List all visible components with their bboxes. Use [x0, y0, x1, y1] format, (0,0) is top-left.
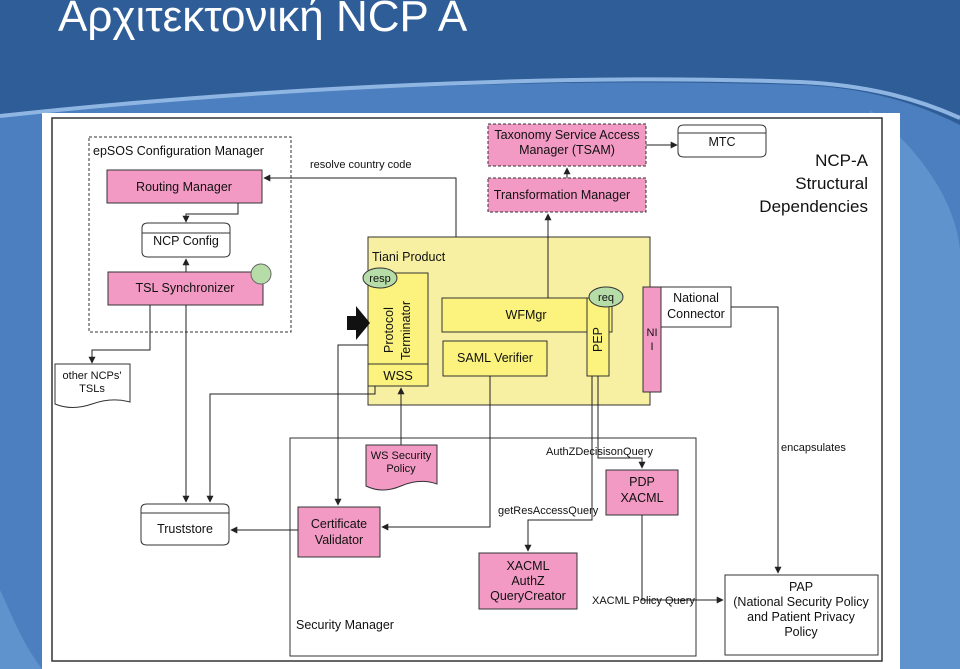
edge-terminator-to-certvalidator [334, 344, 368, 506]
svg-text:MTC: MTC [708, 135, 735, 149]
svg-text:Transformation Manager: Transformation Manager [494, 188, 630, 202]
edge-pep-to-pdp [597, 376, 646, 469]
slide-title: Αρχιτεκτονική NCP A [58, 0, 468, 41]
svg-text:Connector: Connector [667, 307, 725, 321]
xacml-querycreator-node: XACML AuthZ QueryCreator [478, 552, 578, 610]
svg-text:XACML Policy Query: XACML Policy Query [592, 595, 695, 607]
svg-text:and Patient Privacy: and Patient Privacy [747, 610, 855, 624]
svg-text:WSS: WSS [383, 368, 413, 383]
wfmgr-node: WFMgr [441, 297, 613, 333]
svg-text:other NCPs': other NCPs' [63, 370, 122, 382]
svg-text:PEP: PEP [591, 327, 605, 352]
svg-text:PAP: PAP [789, 580, 813, 594]
tiani-product-label: Tiani Product [372, 250, 446, 264]
svg-text:I: I [650, 341, 653, 353]
diagram-heading: NCP-A Structural Dependencies [759, 151, 868, 216]
edge-wss-to-truststore [206, 386, 376, 503]
svg-text:NI: NI [647, 327, 658, 339]
edge-saml-to-certvalidator [381, 376, 491, 531]
routing-manager-node: Routing Manager [106, 169, 263, 204]
svg-text:AuthZ: AuthZ [511, 574, 545, 588]
tsam-node: Taxonomy Service Access Manager (TSAM) [487, 123, 647, 167]
svg-text:(National Security Policy: (National Security Policy [733, 595, 869, 609]
svg-text:Protocol: Protocol [382, 307, 396, 353]
config-manager-label: epSOS Configuration Manager [93, 144, 264, 158]
edge-tsl-to-other-tsls [88, 305, 151, 364]
svg-text:Manager (TSAM): Manager (TSAM) [519, 143, 615, 157]
ni-node: NI I [642, 286, 662, 393]
svg-text:NCP Config: NCP Config [153, 234, 219, 248]
edge-resolve-country-code [263, 174, 457, 237]
svg-text:SAML Verifier: SAML Verifier [457, 351, 533, 365]
pdp-xacml-node: PDP XACML [605, 469, 679, 516]
pep-node: PEP [586, 297, 610, 377]
svg-text:Taxonomy Service Access: Taxonomy Service Access [494, 128, 639, 142]
transformation-manager-node: Transformation Manager [487, 177, 647, 213]
svg-text:resp: resp [369, 273, 390, 285]
svg-text:Policy: Policy [386, 463, 416, 475]
green-status-circle [250, 263, 272, 285]
req-port: req [588, 286, 624, 308]
svg-text:getResAccessQuery: getResAccessQuery [498, 505, 599, 517]
svg-text:XACML: XACML [620, 491, 663, 505]
svg-text:resolve country code: resolve country code [310, 159, 412, 171]
edge-nationalconnector-to-pap [731, 306, 782, 574]
svg-text:TSL Synchronizer: TSL Synchronizer [136, 281, 235, 295]
saml-verifier-node: SAML Verifier [442, 340, 548, 377]
svg-text:encapsulates: encapsulates [781, 442, 846, 454]
svg-text:National: National [673, 291, 719, 305]
edge-pdp-to-pap [641, 515, 724, 604]
svg-text:XACML: XACML [506, 559, 549, 573]
svg-text:Validator: Validator [315, 533, 363, 547]
other-tsls-document: other NCPs' TSLs [54, 363, 131, 408]
wss-node: WSS [367, 363, 429, 387]
incoming-request-arrow-icon [347, 306, 370, 340]
certificate-validator-node: Certificate Validator [297, 506, 381, 558]
svg-text:req: req [598, 292, 614, 304]
connectors [88, 141, 782, 604]
svg-text:TSLs: TSLs [79, 383, 105, 395]
svg-text:PDP: PDP [629, 475, 655, 489]
svg-text:Structural: Structural [795, 174, 868, 193]
svg-text:WFMgr: WFMgr [506, 308, 547, 322]
edge-labels: resolve country code AuthZDecisisonQuery… [310, 159, 846, 607]
mtc-store: MTC [677, 124, 767, 158]
national-connector-node: National Connector [660, 286, 732, 328]
pap-node: PAP (National Security Policy and Patien… [724, 574, 879, 656]
svg-text:Policy: Policy [784, 625, 818, 639]
ncp-config-store: NCP Config [141, 222, 231, 258]
svg-text:AuthZDecisisonQuery: AuthZDecisisonQuery [546, 446, 653, 458]
edge-routing-to-ncpconfig [182, 203, 239, 223]
svg-text:Routing Manager: Routing Manager [136, 180, 232, 194]
svg-text:Terminator: Terminator [399, 301, 413, 360]
edge-pep-to-querycreator [524, 376, 593, 552]
svg-text:Certificate: Certificate [311, 517, 367, 531]
security-manager-label: Security Manager [296, 618, 394, 632]
diagram-frame [51, 117, 883, 662]
svg-text:Truststore: Truststore [157, 522, 213, 536]
svg-text:NCP-A: NCP-A [815, 151, 869, 170]
svg-text:QueryCreator: QueryCreator [490, 589, 566, 603]
resp-port: resp [362, 267, 398, 289]
svg-text:WS Security: WS Security [371, 450, 432, 462]
truststore-store: Truststore [140, 503, 230, 546]
svg-text:Dependencies: Dependencies [759, 197, 868, 216]
tsl-synchronizer-node: TSL Synchronizer [107, 271, 264, 306]
ws-security-policy-document: WS Security Policy [365, 444, 438, 491]
